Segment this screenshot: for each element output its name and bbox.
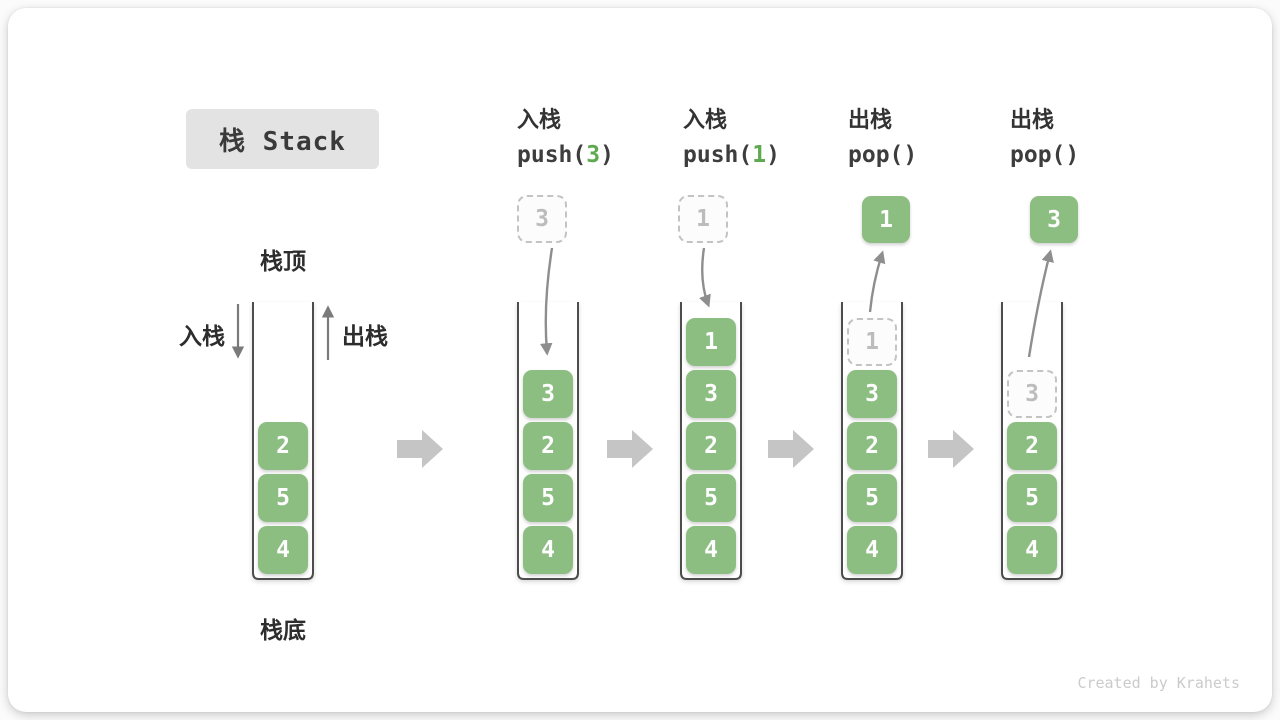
operation-name: 入栈 (517, 108, 562, 133)
incoming-value-box: 1 (678, 195, 728, 243)
stack-item: 4 (258, 526, 308, 574)
stack-item: 2 (523, 422, 573, 470)
stack-bottom-label: 栈底 (260, 618, 306, 644)
ghost-stack-item: 3 (1007, 370, 1057, 418)
operation-code: pop() (848, 142, 918, 168)
stack-item: 5 (1007, 474, 1057, 522)
stack-item: 4 (686, 526, 736, 574)
pop-side-label: 出栈 (342, 324, 388, 350)
stack-item: 4 (523, 526, 573, 574)
incoming-value-box: 3 (517, 195, 567, 243)
push-argument: 1 (752, 142, 767, 168)
operation-label-push-3: 入栈 push(3) (517, 106, 687, 170)
stack-item: 5 (258, 474, 308, 522)
stack-item: 5 (523, 474, 573, 522)
stack-item: 2 (686, 422, 736, 470)
operation-code: push(3) (517, 142, 614, 168)
push-side-label: 入栈 (179, 324, 225, 350)
popped-value-box: 3 (1030, 196, 1078, 243)
operation-label-pop-3: 出栈 pop() (1010, 106, 1180, 170)
stack-item: 1 (686, 318, 736, 366)
stack-item: 4 (1007, 526, 1057, 574)
stack-item: 3 (686, 370, 736, 418)
stack-top-label: 栈顶 (260, 249, 306, 275)
operation-name: 出栈 (848, 108, 893, 133)
popped-value-box: 1 (862, 196, 910, 243)
stack-item: 3 (523, 370, 573, 418)
stack-item: 2 (1007, 422, 1057, 470)
page-title: 栈 Stack (219, 126, 346, 157)
stack-item: 5 (847, 474, 897, 522)
operation-name: 入栈 (683, 108, 728, 133)
operation-label-push-1: 入栈 push(1) (683, 106, 853, 170)
title-badge: 栈 Stack (186, 109, 379, 169)
ghost-stack-item: 1 (847, 318, 897, 366)
push-argument: 3 (586, 142, 601, 168)
stack-item: 3 (847, 370, 897, 418)
operation-code: push(1) (683, 142, 780, 168)
operation-label-pop-1: 出栈 pop() (848, 106, 1018, 170)
stack-item: 2 (847, 422, 897, 470)
operation-code: pop() (1010, 142, 1080, 168)
credit-text: Created by Krahets (1077, 674, 1240, 692)
stack-item: 4 (847, 526, 897, 574)
stack-item: 5 (686, 474, 736, 522)
stack-item: 2 (258, 422, 308, 470)
operation-name: 出栈 (1010, 108, 1055, 133)
